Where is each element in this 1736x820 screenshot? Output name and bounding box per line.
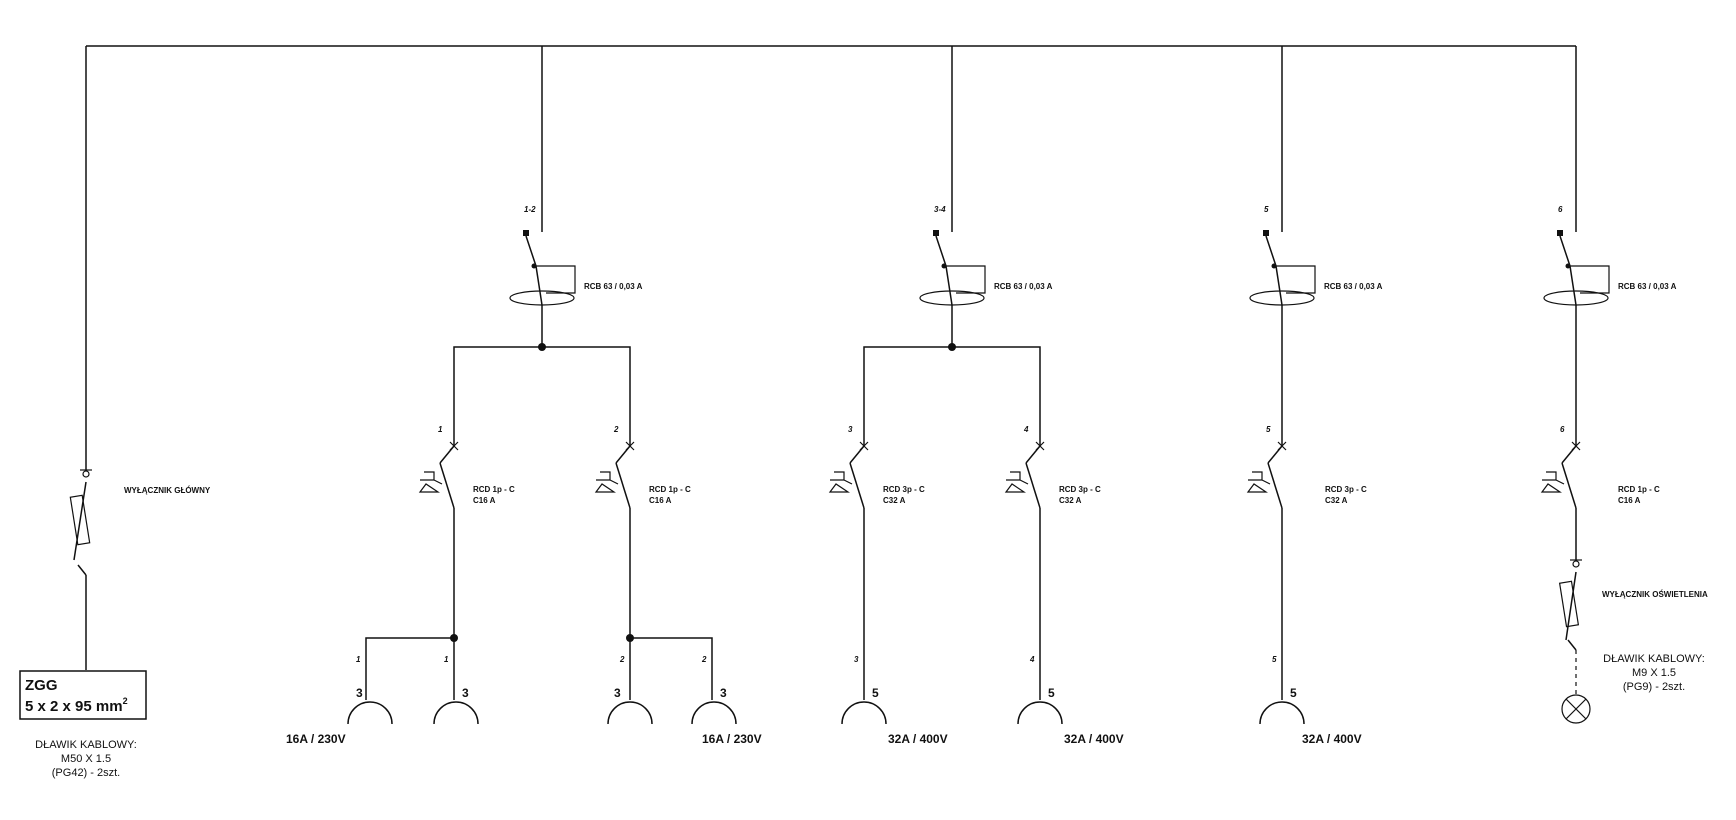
svg-text:3: 3: [854, 655, 859, 664]
load-label-2: 16A / 230V: [702, 732, 762, 746]
svg-text:4: 4: [1029, 655, 1035, 664]
lighting-switch-label: WYŁĄCZNIK OŚWIETLENIA: [1602, 590, 1708, 599]
breaker-1: 1 RCD 1p - C C16 A: [418, 425, 515, 638]
svg-text:RCB 63 / 0,03 A: RCB 63 / 0,03 A: [584, 282, 643, 291]
svg-text:RCD 3p - C: RCD 3p - C: [1059, 485, 1101, 494]
svg-text:RCD 3p - C: RCD 3p - C: [1325, 485, 1367, 494]
svg-text:C32 A: C32 A: [883, 496, 906, 505]
junction-3-4: [863, 343, 1041, 446]
svg-text:RCB 63 / 0,03 A: RCB 63 / 0,03 A: [1618, 282, 1677, 291]
svg-text:6: 6: [1560, 425, 1565, 434]
main-switch-label: WYŁĄCZNIK GŁÓWNY: [124, 486, 211, 495]
svg-text:RCD 1p - C: RCD 1p - C: [649, 485, 691, 494]
svg-text:3: 3: [356, 686, 363, 700]
svg-text:5: 5: [872, 686, 879, 700]
socket-2a: 2 3: [607, 655, 653, 725]
junction-1-2: [453, 343, 631, 446]
svg-text:1: 1: [444, 655, 449, 664]
socket-4: 4 5: [1017, 655, 1063, 725]
svg-text:2: 2: [613, 425, 619, 434]
svg-text:RCD 3p - C: RCD 3p - C: [883, 485, 925, 494]
svg-text:5: 5: [1266, 425, 1271, 434]
svg-text:ZGG: ZGG: [25, 677, 58, 694]
svg-text:2: 2: [619, 655, 625, 664]
rcb-6: 6 RCB 63 / 0,03 A: [1543, 46, 1677, 446]
socket-junction-2: [626, 634, 713, 700]
lighting-switch: [1558, 559, 1591, 724]
socket-1a: 1 3: [347, 655, 393, 725]
rcb-5: 5 RCB 63 / 0,03 A: [1249, 46, 1383, 446]
svg-text:3: 3: [614, 686, 621, 700]
svg-text:6: 6: [1558, 205, 1563, 214]
svg-text:C32 A: C32 A: [1059, 496, 1082, 505]
svg-text:5: 5: [1290, 686, 1297, 700]
svg-text:5 x 2 x 95 mm2: 5 x 2 x 95 mm2: [25, 696, 128, 715]
svg-text:1-2: 1-2: [524, 205, 536, 214]
svg-text:4: 4: [1023, 425, 1029, 434]
load-label-5: 32A / 400V: [1302, 732, 1362, 746]
zgg-box: ZGG 5 x 2 x 95 mm2: [19, 670, 147, 720]
breaker-6: 6 RCD 1p - C C16 A: [1540, 425, 1660, 560]
main-cable-gland-note: DŁAWIK KABLOWY: M50 X 1.5 (PG42) - 2szt.: [35, 739, 137, 779]
svg-text:C16 A: C16 A: [473, 496, 496, 505]
svg-text:3: 3: [720, 686, 727, 700]
svg-text:3: 3: [462, 686, 469, 700]
socket-5: 5 5: [1259, 655, 1305, 725]
svg-text:1: 1: [356, 655, 361, 664]
svg-text:M50 X 1.5: M50 X 1.5: [61, 753, 111, 765]
load-label-3: 32A / 400V: [888, 732, 948, 746]
svg-text:5: 5: [1272, 655, 1277, 664]
svg-text:3: 3: [848, 425, 853, 434]
main-switch-branch: [69, 46, 92, 670]
svg-text:DŁAWIK KABLOWY:: DŁAWIK KABLOWY:: [35, 739, 137, 751]
svg-text:M9 X 1.5: M9 X 1.5: [1632, 667, 1676, 679]
svg-text:2: 2: [701, 655, 707, 664]
svg-text:RCD 1p - C: RCD 1p - C: [473, 485, 515, 494]
socket-3: 3 5: [841, 655, 887, 725]
svg-text:(PG9) - 2szt.: (PG9) - 2szt.: [1623, 681, 1685, 693]
breaker-3: 3 RCD 3p - C C32 A: [828, 425, 925, 700]
rcb-3-4: 3-4 RCB 63 / 0,03 A: [919, 46, 1053, 347]
breaker-4: 4 RCD 3p - C C32 A: [1004, 425, 1101, 700]
svg-text:5: 5: [1048, 686, 1055, 700]
svg-text:RCB 63 / 0,03 A: RCB 63 / 0,03 A: [994, 282, 1053, 291]
svg-text:C32 A: C32 A: [1325, 496, 1348, 505]
svg-text:5: 5: [1264, 205, 1269, 214]
load-label-4: 32A / 400V: [1064, 732, 1124, 746]
rcb-1-2: 1-2 RCB 63 / 0,03 A: [509, 46, 643, 347]
svg-text:DŁAWIK KABLOWY:: DŁAWIK KABLOWY:: [1603, 653, 1705, 665]
socket-junction-1: [365, 634, 458, 700]
svg-text:C16 A: C16 A: [1618, 496, 1641, 505]
svg-text:1: 1: [438, 425, 443, 434]
svg-text:RCB 63 / 0,03 A: RCB 63 / 0,03 A: [1324, 282, 1383, 291]
breaker-5: 5 RCD 3p - C C32 A: [1246, 425, 1367, 700]
svg-text:(PG42) - 2szt.: (PG42) - 2szt.: [52, 767, 120, 779]
svg-text:C16 A: C16 A: [649, 496, 672, 505]
svg-text:3-4: 3-4: [934, 205, 946, 214]
lighting-cable-gland-note: DŁAWIK KABLOWY: M9 X 1.5 (PG9) - 2szt.: [1603, 653, 1705, 693]
svg-text:RCD 1p - C: RCD 1p - C: [1618, 485, 1660, 494]
socket-2b: 2 3: [691, 655, 737, 725]
breaker-2: 2 RCD 1p - C C16 A: [594, 425, 691, 638]
socket-1b: 1 3: [433, 655, 479, 725]
load-label-1: 16A / 230V: [286, 732, 346, 746]
